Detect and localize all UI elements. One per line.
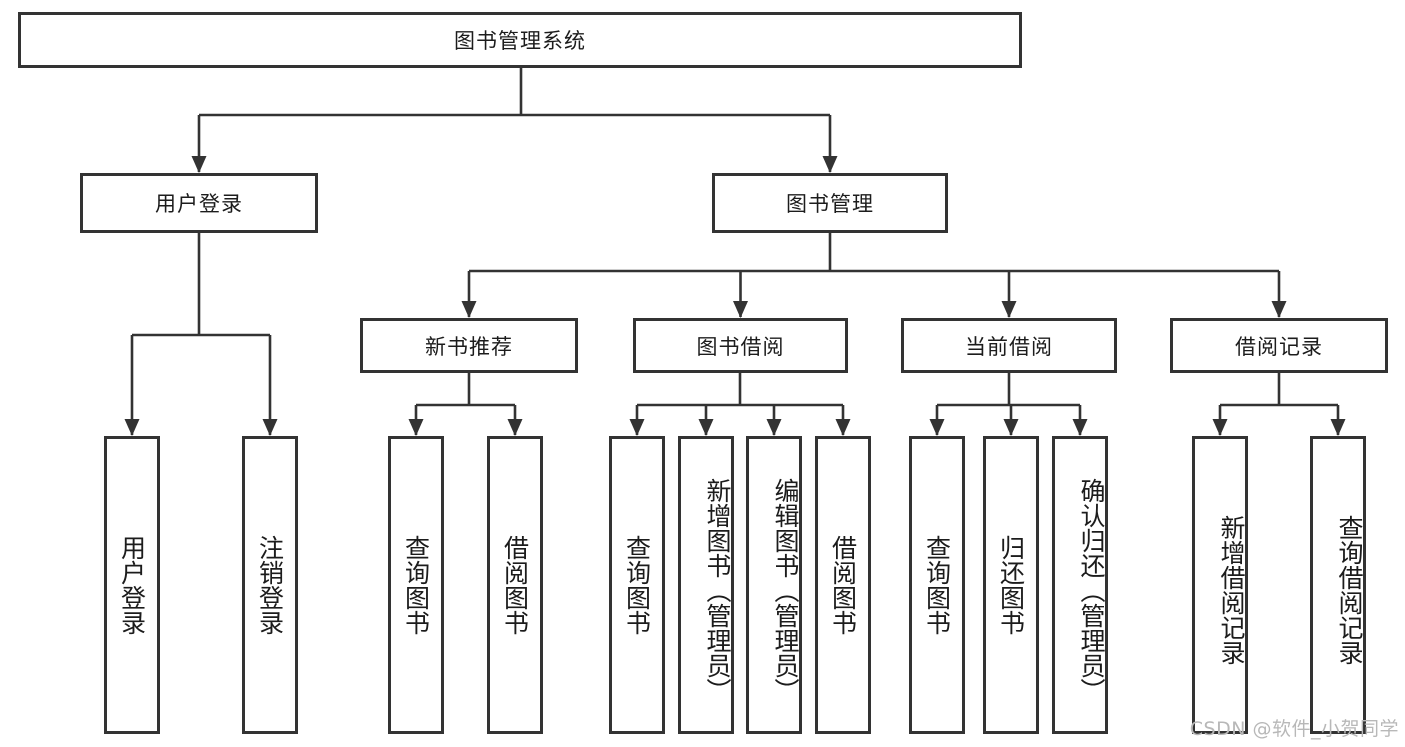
arrowhead-book-manage-0 [461, 301, 477, 318]
arrowhead-borrow-record-1 [1330, 419, 1346, 436]
arrowhead-root-0 [191, 156, 207, 173]
arrowhead-book-borrow-2 [766, 419, 782, 436]
node-book-manage[interactable]: 图书管理 [712, 173, 948, 233]
node-label-leaf-user-logout: 注销登录 [255, 535, 285, 635]
node-user-login[interactable]: 用户登录 [80, 173, 318, 233]
node-label-leaf-query-book-3: 查询图书 [922, 535, 952, 635]
arrowhead-root-1 [822, 156, 838, 173]
arrowhead-book-manage-1 [733, 301, 748, 318]
node-label-root: 图书管理系统 [454, 29, 586, 53]
arrowhead-user-login-0 [124, 419, 140, 436]
node-leaf-add-record[interactable]: 新增借阅记录 [1192, 436, 1248, 734]
arrowhead-current-borrow-1 [1003, 419, 1019, 436]
arrowhead-new-book-rec-0 [408, 419, 424, 436]
arrowhead-current-borrow-2 [1072, 419, 1088, 436]
node-label-leaf-add-record: 新增借阅记录 [1217, 515, 1245, 665]
node-book-borrow[interactable]: 图书借阅 [633, 318, 848, 373]
node-label-leaf-query-book-1: 查询图书 [401, 535, 431, 635]
node-leaf-borrow-book-1[interactable]: 借阅图书 [487, 436, 543, 734]
node-label-leaf-add-book: 新增图书（管理员） [703, 477, 731, 703]
node-label-user-login: 用户登录 [155, 192, 243, 216]
arrowhead-borrow-record-0 [1212, 419, 1228, 436]
node-root[interactable]: 图书管理系统 [18, 12, 1022, 68]
node-leaf-query-record[interactable]: 查询借阅记录 [1310, 436, 1366, 734]
node-label-leaf-confirm-return: 确认归还（管理员） [1077, 477, 1105, 703]
arrowhead-user-login-1 [262, 419, 278, 436]
node-current-borrow[interactable]: 当前借阅 [901, 318, 1117, 373]
node-label-borrow-record: 借阅记录 [1235, 334, 1323, 359]
node-leaf-user-logout[interactable]: 注销登录 [242, 436, 298, 734]
node-label-leaf-query-book-2: 查询图书 [622, 535, 652, 635]
node-label-leaf-query-record: 查询借阅记录 [1335, 515, 1363, 665]
node-leaf-query-book-3[interactable]: 查询图书 [909, 436, 965, 734]
arrowhead-book-borrow-0 [629, 419, 645, 436]
node-label-leaf-edit-book: 编辑图书（管理员） [771, 477, 799, 703]
node-leaf-borrow-book-2[interactable]: 借阅图书 [815, 436, 871, 734]
arrowhead-book-borrow-1 [698, 419, 714, 436]
node-leaf-query-book-2[interactable]: 查询图书 [609, 436, 665, 734]
node-label-new-book-rec: 新书推荐 [425, 334, 513, 359]
watermark: CSDN @软件_小贺同学 [1189, 718, 1399, 740]
arrowhead-current-borrow-0 [929, 419, 945, 436]
node-leaf-return-book[interactable]: 归还图书 [983, 436, 1039, 734]
node-label-leaf-return-book: 归还图书 [996, 535, 1026, 635]
node-leaf-edit-book[interactable]: 编辑图书（管理员） [746, 436, 802, 734]
arrowhead-book-manage-3 [1271, 301, 1287, 318]
node-label-book-manage: 图书管理 [786, 192, 874, 216]
node-new-book-rec[interactable]: 新书推荐 [360, 318, 578, 373]
node-label-current-borrow: 当前借阅 [965, 334, 1053, 359]
node-leaf-user-login[interactable]: 用户登录 [104, 436, 160, 734]
arrowhead-new-book-rec-1 [507, 419, 523, 436]
node-label-leaf-borrow-book-2: 借阅图书 [828, 535, 858, 635]
node-leaf-query-book-1[interactable]: 查询图书 [388, 436, 444, 734]
node-borrow-record[interactable]: 借阅记录 [1170, 318, 1388, 373]
node-label-book-borrow: 图书借阅 [696, 334, 785, 359]
node-leaf-add-book[interactable]: 新增图书（管理员） [678, 436, 734, 734]
arrowhead-book-manage-2 [1001, 301, 1017, 318]
node-leaf-confirm-return[interactable]: 确认归还（管理员） [1052, 436, 1108, 734]
node-label-leaf-user-login: 用户登录 [117, 535, 147, 635]
node-label-leaf-borrow-book-1: 借阅图书 [500, 535, 530, 635]
arrowhead-book-borrow-3 [835, 419, 851, 436]
